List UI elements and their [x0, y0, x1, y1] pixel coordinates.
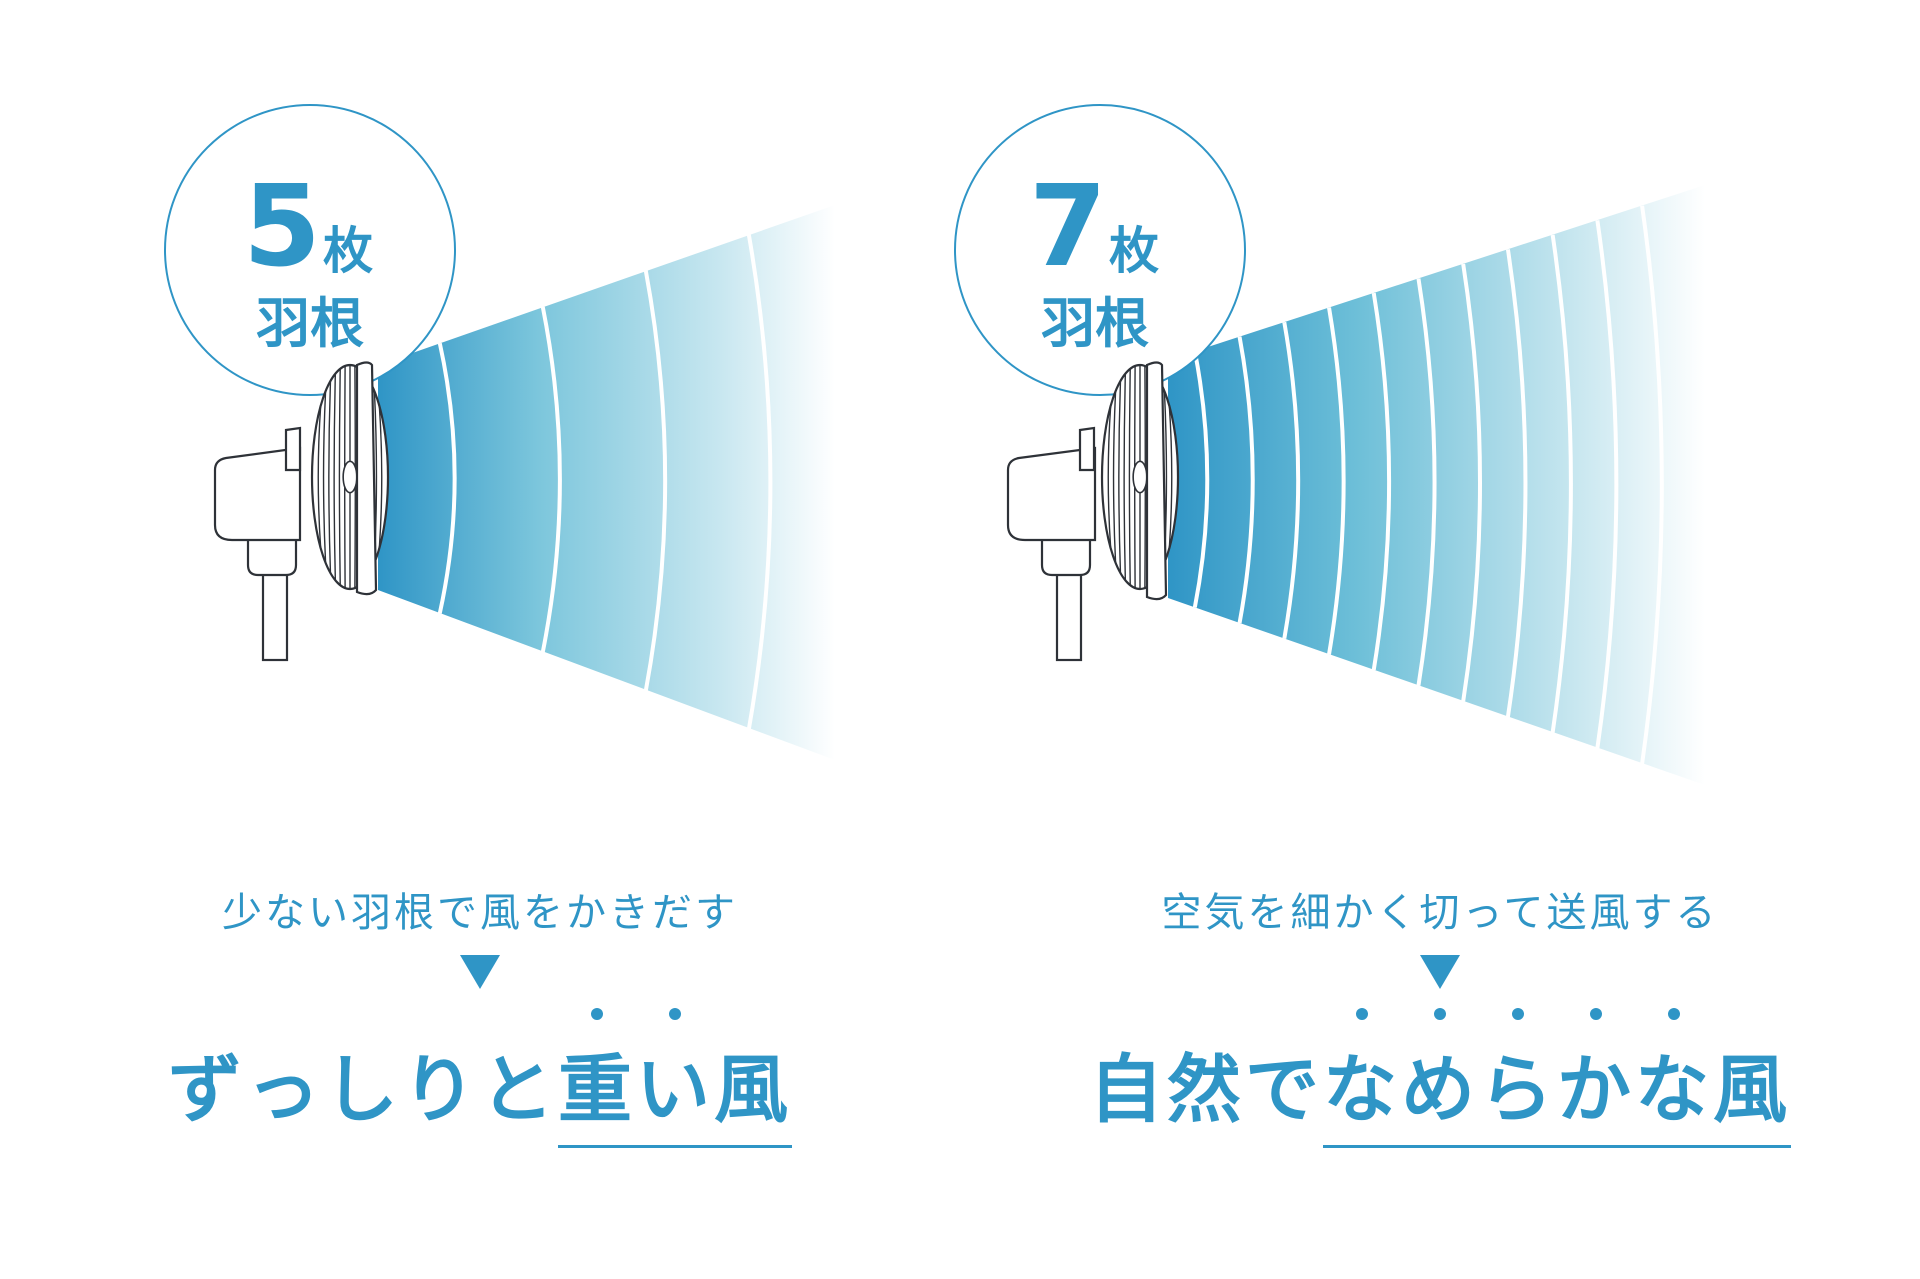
left-badge: 5 枚 羽根 [164, 104, 456, 396]
emphasis-char: な [1635, 1008, 1713, 1137]
fan-hub [342, 460, 358, 494]
wind-ring [1327, 307, 1346, 655]
right-fan-panel: 7 枚 羽根 [954, 104, 1705, 785]
right-wind-rings [1192, 205, 1664, 765]
right-headline-plain: 自然で [1089, 1047, 1323, 1133]
guard-line [338, 368, 341, 586]
guard-line [317, 405, 322, 549]
wind-ring [1461, 263, 1482, 702]
guard-line [378, 405, 383, 549]
right-badge: 7 枚 羽根 [954, 104, 1246, 396]
right-description: 空気を細かく切って送風する [1161, 890, 1719, 936]
right-emphasis-text: なめらかな [1323, 1008, 1713, 1133]
wind-ring [1505, 249, 1528, 718]
guard-line [333, 373, 337, 581]
fan-comparison-figure: 5 枚 羽根 7 枚 羽根 [164, 104, 1705, 785]
emphasis-char: め [1401, 1008, 1479, 1137]
wind-ring [1282, 321, 1301, 640]
left-down-arrow-icon [460, 955, 500, 989]
left-blade-count: 5 [243, 162, 321, 292]
wind-ring [1192, 350, 1210, 608]
right-headline-tail: 風 [1713, 1047, 1791, 1133]
left-fan-panel: 5 枚 羽根 [164, 104, 835, 760]
right-badge-circle [954, 104, 1246, 396]
wind-ring [643, 270, 668, 692]
left-blade-unit: 枚 [323, 222, 373, 280]
emphasis-char: か [1557, 1008, 1635, 1137]
right-blade-label: 羽根 [1041, 292, 1149, 355]
guard-line [1123, 373, 1127, 581]
emphasis-char: い [636, 1008, 714, 1137]
wind-ring [746, 234, 773, 730]
wind-ring [540, 306, 562, 653]
wind-ring [1416, 278, 1437, 686]
right-headline: 自然でなめらかな風 [960, 1008, 1920, 1148]
guard-line [1107, 405, 1112, 549]
wind-ring [1371, 292, 1392, 671]
emphasis-char: な [1323, 1008, 1401, 1137]
left-blade-label: 羽根 [256, 292, 364, 355]
wind-ring [1640, 205, 1664, 765]
fan-hub [1132, 460, 1148, 494]
emphasis-char: 重 [558, 1008, 636, 1137]
left-description: 少ない羽根で風をかきだす [222, 890, 738, 936]
guard-line [1128, 368, 1131, 586]
left-headline-tail: 風 [714, 1047, 792, 1133]
guard-line [322, 391, 327, 563]
wind-ring [1595, 220, 1619, 749]
right-down-arrow-icon [1420, 955, 1460, 989]
left-wind-cone [378, 205, 835, 760]
left-wind-rings [437, 234, 773, 730]
right-headline-emphasis: なめらかな風 [1323, 1008, 1791, 1148]
guard-line [1112, 391, 1117, 563]
wind-ring [437, 342, 457, 614]
left-headline-emphasis: 重い風 [558, 1008, 792, 1148]
guard-line [1118, 380, 1122, 574]
guard-line [328, 380, 332, 574]
right-blade-unit: 枚 [1109, 222, 1159, 280]
left-headline-plain: ずっしりと [168, 1047, 558, 1133]
left-headline: ずっしりと重い風 [0, 1008, 960, 1148]
emphasis-char: ら [1479, 1008, 1557, 1137]
right-blade-count: 7 [1029, 162, 1107, 292]
left-fan-icon [213, 361, 390, 662]
wind-ring [1550, 234, 1573, 733]
right-fan-icon [1006, 361, 1180, 662]
wind-ring [1237, 336, 1255, 624]
left-badge-circle [164, 104, 456, 396]
left-emphasis-text: 重い [558, 1008, 714, 1133]
guard-line [1168, 405, 1173, 549]
